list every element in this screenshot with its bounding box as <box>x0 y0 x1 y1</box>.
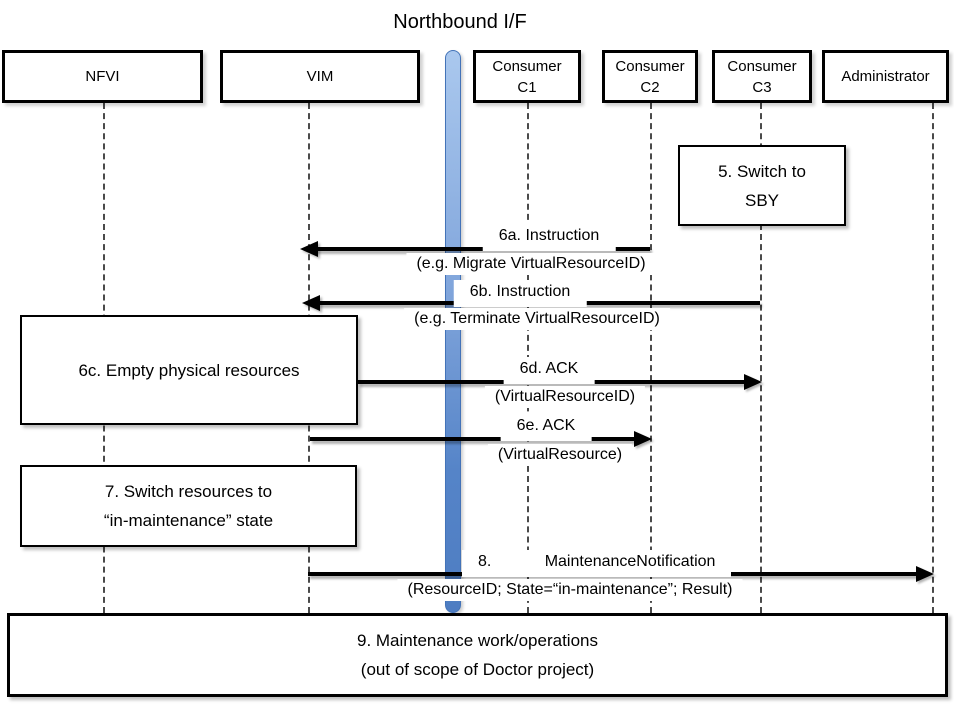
actor-label: Consumer C3 <box>727 57 797 96</box>
message-6d-detail: (VirtualResourceID) <box>484 386 646 408</box>
note-text: 6c. Empty physical resources <box>78 360 300 380</box>
note-switch-to-sby: 5. Switch to SBY <box>678 145 846 226</box>
actor-label: Consumer C1 <box>492 57 562 96</box>
message-8-label: 8. MaintenanceNotification <box>462 550 732 577</box>
actor-box-administrator: Administrator <box>822 50 949 103</box>
message-6a-arrow-line <box>315 247 650 251</box>
note-text: 5. Switch to SBY <box>718 161 806 210</box>
note-text: 7. Switch resources to “in-maintenance” … <box>103 482 274 530</box>
actor-box-consumer-c3: Consumer C3 <box>712 50 812 103</box>
actor-box-nfvi: NFVI <box>2 50 203 103</box>
message-6d-arrowhead <box>744 374 762 390</box>
message-6e-arrowhead <box>634 431 652 447</box>
note-empty-resources: 6c. Empty physical resources <box>20 315 358 425</box>
message-6e-label: 6e. ACK <box>500 414 592 441</box>
actor-label: NFVI <box>85 68 120 85</box>
message-6b-detail: (e.g. Terminate VirtualResourceID) <box>404 308 670 330</box>
lifeline-consumer-c2 <box>650 103 652 613</box>
message-6a-arrowhead <box>300 241 318 257</box>
actor-label: VIM <box>306 68 334 85</box>
note-switch-maintenance: 7. Switch resources to “in-maintenance” … <box>20 465 357 547</box>
actor-box-consumer-c2: Consumer C2 <box>602 50 698 103</box>
lifeline-administrator <box>932 103 934 613</box>
note-maintenance-work: 9. Maintenance work/operations (out of s… <box>7 613 948 697</box>
message-6a-label: 6a. Instruction <box>482 224 616 251</box>
actor-label: Consumer C2 <box>615 57 685 96</box>
northbound-interface-bar <box>445 50 461 613</box>
message-6e-arrow-line <box>310 437 636 441</box>
message-6b-label: 6b. Instruction <box>453 280 587 307</box>
message-6e-detail: (VirtualResource) <box>487 444 633 466</box>
message-8-detail: (ResourceID; State=“in-maintenance”; Res… <box>397 579 743 601</box>
actor-label: Administrator <box>841 68 930 85</box>
diagram-title: Northbound I/F <box>393 11 527 33</box>
message-6b-arrowhead <box>302 295 320 311</box>
message-8-arrowhead <box>916 566 934 582</box>
actor-box-vim: VIM <box>220 50 420 103</box>
message-6a-detail: (e.g. Migrate VirtualResourceID) <box>406 253 656 275</box>
message-6d-label: 6d. ACK <box>503 357 595 384</box>
actor-box-consumer-c1: Consumer C1 <box>473 50 581 103</box>
note-text: 9. Maintenance work/operations (out of s… <box>357 631 598 679</box>
lifeline-consumer-c3 <box>760 103 762 613</box>
